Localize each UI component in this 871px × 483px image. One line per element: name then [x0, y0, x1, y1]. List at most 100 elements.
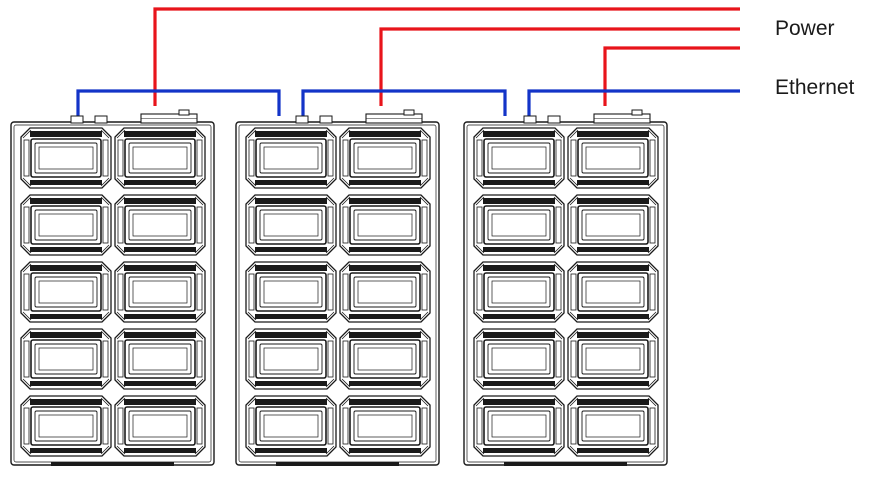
- battery-module: [339, 127, 431, 189]
- module-handle: [487, 343, 551, 375]
- module-top-band: [483, 399, 555, 405]
- module-rail-right: [327, 139, 334, 177]
- module-handle: [259, 276, 323, 308]
- module-grip: [357, 146, 413, 170]
- module-top-band: [483, 198, 555, 204]
- module-recess: [483, 272, 555, 312]
- module-bevel: [647, 397, 657, 407]
- battery-module: [114, 395, 206, 457]
- module-bevel: [116, 397, 126, 407]
- module-recess: [349, 138, 421, 178]
- module-rail-left: [476, 273, 483, 311]
- module-bevel: [325, 378, 335, 388]
- module-bevel: [325, 397, 335, 407]
- module-rail-right: [649, 139, 656, 177]
- module-grip: [491, 146, 547, 170]
- module-top-band: [349, 399, 421, 405]
- module-handle: [34, 142, 98, 174]
- module-rail-left: [117, 139, 124, 177]
- module-recess: [483, 138, 555, 178]
- rack-base: [504, 462, 627, 466]
- module-bevel: [553, 378, 563, 388]
- module-bevel: [247, 177, 257, 187]
- module-bottom-band: [349, 448, 421, 453]
- module-rail-right: [327, 273, 334, 311]
- network-port-1: [70, 115, 84, 124]
- module-bevel: [116, 263, 126, 273]
- module-bevel: [100, 397, 110, 407]
- module-handle: [259, 209, 323, 241]
- module-top-band: [255, 131, 327, 137]
- module-top-band: [483, 131, 555, 137]
- module-rail-right: [421, 407, 428, 445]
- module-bevel: [341, 263, 351, 273]
- module-bevel: [100, 129, 110, 139]
- module-bevel: [475, 244, 485, 254]
- module-bevel: [325, 330, 335, 340]
- module-top-band: [30, 332, 102, 338]
- module-top-band: [577, 265, 649, 271]
- ethernet-wire-2: [301, 89, 507, 116]
- module-rail-left: [117, 407, 124, 445]
- battery-module: [339, 194, 431, 256]
- module-top-band: [124, 332, 196, 338]
- module-bevel: [247, 244, 257, 254]
- module-rail-left: [23, 273, 30, 311]
- module-rail-left: [248, 139, 255, 177]
- module-bevel: [247, 445, 257, 455]
- battery-module: [20, 194, 112, 256]
- module-handle: [128, 343, 192, 375]
- battery-module: [473, 395, 565, 457]
- module-top-band: [255, 265, 327, 271]
- module-rail-right: [421, 273, 428, 311]
- module-rail-right: [102, 340, 109, 378]
- module-bevel: [553, 177, 563, 187]
- module-bevel: [569, 196, 579, 206]
- module-top-band: [255, 332, 327, 338]
- module-recess: [349, 406, 421, 446]
- module-handle: [581, 142, 645, 174]
- module-bottom-band: [255, 448, 327, 453]
- module-handle: [353, 142, 417, 174]
- module-rail-right: [196, 340, 203, 378]
- network-port-2: [547, 115, 561, 124]
- module-rail-right: [196, 407, 203, 445]
- module-bevel: [647, 263, 657, 273]
- module-rail-left: [23, 139, 30, 177]
- module-bevel: [100, 263, 110, 273]
- module-grip: [357, 213, 413, 237]
- module-rail-left: [342, 139, 349, 177]
- module-handle: [581, 343, 645, 375]
- module-bevel: [325, 244, 335, 254]
- module-bevel: [194, 244, 204, 254]
- module-bevel: [569, 378, 579, 388]
- module-bottom-band: [124, 180, 196, 185]
- module-top-band: [30, 131, 102, 137]
- module-bevel: [194, 177, 204, 187]
- module-bottom-band: [30, 180, 102, 185]
- module-bevel: [569, 129, 579, 139]
- module-bevel: [194, 129, 204, 139]
- module-handle: [34, 343, 98, 375]
- module-bottom-band: [483, 448, 555, 453]
- module-bevel: [341, 177, 351, 187]
- module-grip: [585, 146, 641, 170]
- module-top-band: [483, 265, 555, 271]
- module-rail-left: [248, 206, 255, 244]
- module-grip: [357, 280, 413, 304]
- module-grip: [491, 347, 547, 371]
- module-bevel: [325, 129, 335, 139]
- module-bottom-band: [577, 381, 649, 386]
- module-bevel: [341, 397, 351, 407]
- battery-module: [567, 395, 659, 457]
- module-recess: [577, 406, 649, 446]
- module-bevel: [553, 330, 563, 340]
- module-bevel: [475, 177, 485, 187]
- battery-module: [114, 194, 206, 256]
- battery-rack-2: [235, 109, 440, 466]
- module-rail-left: [476, 139, 483, 177]
- battery-module: [245, 395, 337, 457]
- module-rail-left: [570, 206, 577, 244]
- module-bevel: [419, 311, 429, 321]
